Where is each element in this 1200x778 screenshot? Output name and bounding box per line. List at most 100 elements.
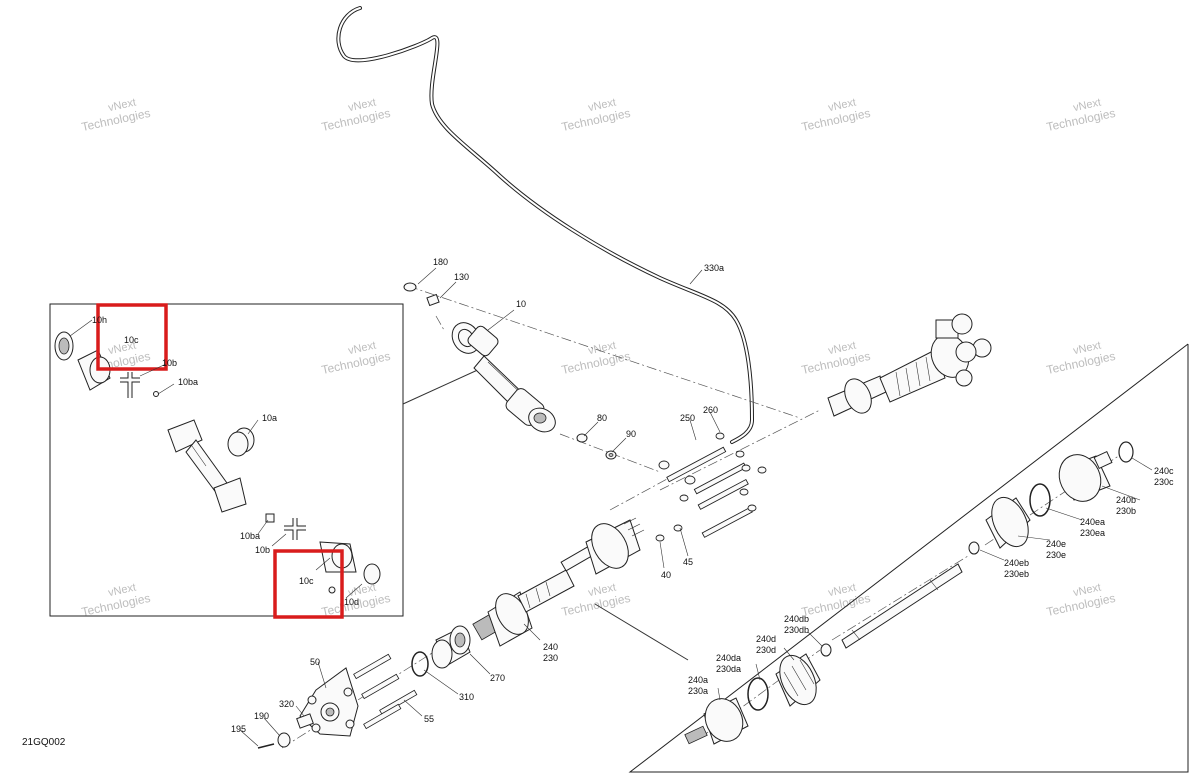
flange-50	[299, 667, 359, 737]
callout-230: 230	[543, 653, 558, 663]
callout-40: 40	[661, 570, 671, 580]
callout-230b: 230b	[1116, 506, 1136, 516]
callout-195: 195	[231, 724, 246, 734]
watermark-line1: vNext	[1072, 582, 1102, 600]
callout-240eb: 240eb	[1004, 558, 1029, 568]
callouts-main: 180 130 10 330a 80 90 250 260 40 45 240 …	[231, 257, 724, 734]
inset-parts	[54, 331, 381, 594]
bearing-270	[431, 625, 471, 669]
fastener-180	[403, 282, 417, 292]
callout-10c-top: 10c	[124, 335, 139, 345]
exploded-view-frame	[594, 343, 1189, 773]
callout-310: 310	[459, 692, 474, 702]
watermark-line1: vNext	[107, 340, 137, 358]
callout-230eb: 230eb	[1004, 569, 1029, 579]
callout-230ea: 230ea	[1080, 528, 1105, 538]
watermark-line1: vNext	[587, 97, 617, 115]
bolts-250-260	[655, 432, 767, 542]
callout-10c-bottom: 10c	[299, 576, 314, 586]
callout-10ba-bottom: 10ba	[240, 531, 260, 541]
callout-240e: 240e	[1046, 539, 1066, 549]
callout-240c: 240c	[1154, 466, 1174, 476]
exploded-parts	[684, 441, 1134, 745]
callout-190: 190	[254, 711, 269, 721]
callout-10b-top: 10b	[162, 358, 177, 368]
washer-80	[576, 433, 588, 443]
callouts-exploded: 240c 230c 240b 230b 240ea 230ea 240e 230…	[688, 466, 1174, 696]
nut-320	[296, 713, 314, 729]
callout-50: 50	[310, 657, 320, 667]
callout-10h: 10h	[92, 315, 107, 325]
inset-frame	[49, 303, 483, 617]
leader-lines	[69, 267, 1153, 747]
callout-330a: 330a	[704, 263, 724, 273]
callout-230d: 230d	[756, 645, 776, 655]
callout-260: 260	[703, 405, 718, 415]
studs-55	[353, 653, 418, 730]
watermark-line1: vNext	[827, 97, 857, 115]
callout-230e: 230e	[1046, 550, 1066, 560]
callout-10: 10	[516, 299, 526, 309]
watermark-line1: vNext	[1072, 340, 1102, 358]
snap-ring-310	[411, 651, 429, 677]
watermark-line1: vNext	[587, 582, 617, 600]
callouts-inset: 10h 10c 10b 10ba 10a 10ba 10b 10c 10d	[92, 315, 359, 607]
callout-55: 55	[424, 714, 434, 724]
callout-320: 320	[279, 699, 294, 709]
nut-90	[605, 450, 617, 460]
callout-250: 250	[680, 413, 695, 423]
pin-195	[257, 743, 275, 749]
watermark-line1: vNext	[347, 582, 377, 600]
callout-180: 180	[433, 257, 448, 267]
callout-130: 130	[454, 272, 469, 282]
watermark-line1: vNext	[107, 97, 137, 115]
callout-80: 80	[597, 413, 607, 423]
axle-upper-right	[827, 313, 992, 417]
callout-45: 45	[683, 557, 693, 567]
cable-330a	[336, 6, 755, 444]
callout-90: 90	[626, 429, 636, 439]
washer-190	[277, 732, 291, 748]
watermark-line1: vNext	[347, 340, 377, 358]
watermark-line1: vNext	[1072, 97, 1102, 115]
callout-240a: 240a	[688, 675, 708, 685]
watermark-line1: vNext	[827, 582, 857, 600]
callout-10ba-top: 10ba	[178, 377, 198, 387]
callout-230c: 230c	[1154, 477, 1174, 487]
callout-240da: 240da	[716, 653, 741, 663]
watermark-line1: vNext	[107, 582, 137, 600]
watermark-line1: vNext	[587, 340, 617, 358]
callout-240ea: 240ea	[1080, 517, 1105, 527]
highlight-box-10c-bottom	[273, 549, 344, 619]
axle-240-230	[472, 517, 645, 647]
callout-10b-bottom: 10b	[255, 545, 270, 555]
callout-10a: 10a	[262, 413, 277, 423]
callout-230a: 230a	[688, 686, 708, 696]
callout-240: 240	[543, 642, 558, 652]
watermark-line1: vNext	[827, 340, 857, 358]
diagram-reference-id: 21GQ002	[22, 737, 66, 748]
callout-240b: 240b	[1116, 495, 1136, 505]
drive-shaft-10	[451, 322, 556, 433]
callout-230db: 230db	[784, 625, 809, 635]
callout-240db: 240db	[784, 614, 809, 624]
callout-270: 270	[490, 673, 505, 683]
fastener-130	[426, 293, 440, 307]
watermark-line1: vNext	[347, 97, 377, 115]
highlight-box-10c-top	[96, 303, 168, 371]
callout-10d: 10d	[344, 597, 359, 607]
callout-230da: 230da	[716, 664, 741, 674]
